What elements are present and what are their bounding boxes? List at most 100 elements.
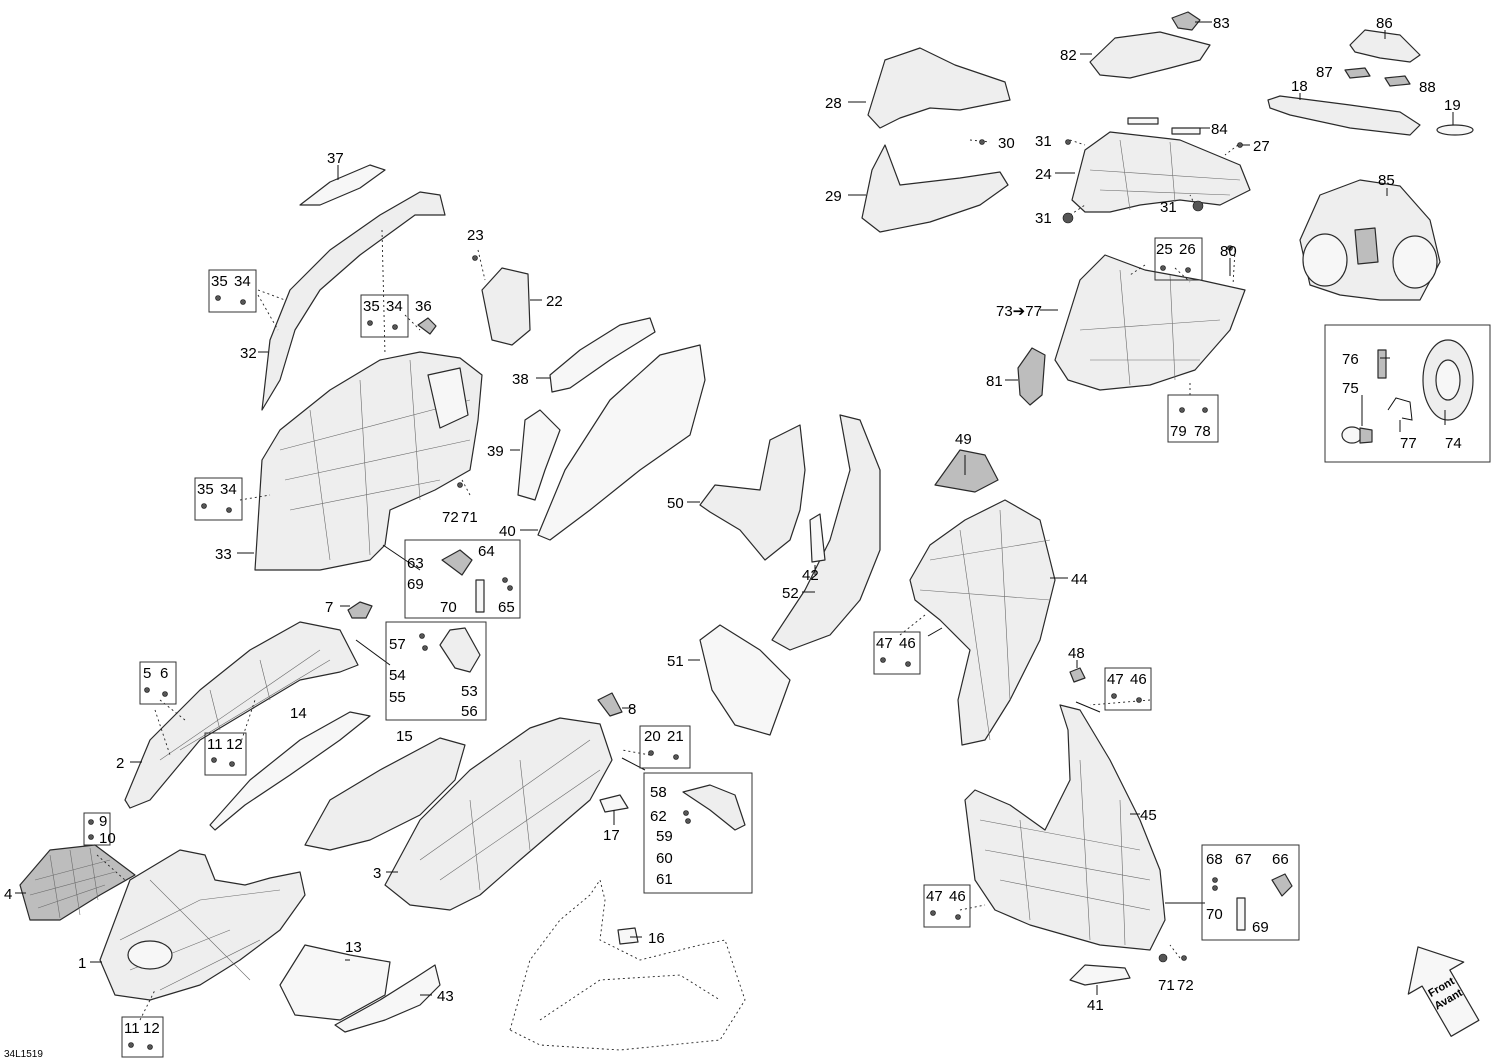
callout-62: 62 — [650, 808, 667, 825]
callout-47-b: 47 — [1107, 671, 1124, 688]
callout-51: 51 — [667, 653, 684, 670]
hardware-boxes — [83, 237, 1491, 1058]
callout-60: 60 — [656, 850, 673, 867]
callout-68: 68 — [1206, 851, 1223, 868]
callout-35-c: 35 — [197, 481, 214, 498]
callout-21: 21 — [667, 728, 684, 745]
callout-75: 75 — [1342, 380, 1359, 397]
callout-33: 33 — [215, 546, 232, 563]
callout-53: 53 — [461, 683, 478, 700]
callout-48: 48 — [1068, 645, 1085, 662]
callout-79: 79 — [1170, 423, 1187, 440]
callout-78: 78 — [1194, 423, 1211, 440]
callout-7: 7 — [325, 599, 333, 616]
callout-4: 4 — [4, 886, 12, 903]
part-43 — [334, 964, 441, 1033]
part-16-ghost-outline — [509, 878, 746, 1051]
part-63 — [441, 549, 473, 576]
callout-41: 41 — [1087, 997, 1104, 1014]
part-51 — [699, 624, 791, 736]
part-44-center-fairing — [909, 499, 1056, 746]
callout-23: 23 — [467, 227, 484, 244]
part-28-windshield — [867, 47, 1011, 129]
callout-11-a: 11 — [207, 736, 223, 753]
callout-69-b: 69 — [1252, 919, 1269, 936]
part-77-clip — [1387, 397, 1413, 421]
part-85-headlight-housing — [1299, 179, 1441, 301]
part-83 — [1171, 11, 1201, 31]
callout-46-b: 46 — [1130, 671, 1147, 688]
part-15-panel — [304, 737, 466, 851]
callout-44: 44 — [1071, 571, 1088, 588]
callout-1: 1 — [78, 955, 86, 972]
callout-87: 87 — [1316, 64, 1333, 81]
callout-27: 27 — [1253, 138, 1270, 155]
callout-85: 85 — [1378, 172, 1395, 189]
front-direction-arrow: Front Avant — [1407, 946, 1480, 1037]
part-42 — [809, 513, 826, 563]
part-66 — [1271, 873, 1293, 897]
part-81 — [1017, 347, 1046, 406]
callout-80: 80 — [1220, 243, 1237, 260]
part-41 — [1069, 964, 1131, 986]
callout-31-a: 31 — [1035, 133, 1052, 150]
part-86 — [1349, 29, 1421, 63]
callout-43: 43 — [437, 988, 454, 1005]
callout-16: 16 — [648, 930, 665, 947]
part-14-strip — [209, 711, 371, 831]
callout-81: 81 — [986, 373, 1003, 390]
callout-72-b: 72 — [1177, 977, 1194, 994]
callout-72-a: 72 — [442, 509, 459, 526]
callout-6: 6 — [160, 665, 168, 682]
leader-lines — [15, 21, 1454, 996]
callout-66: 66 — [1272, 851, 1289, 868]
callout-71-a: 71 — [461, 509, 478, 526]
screws — [88, 139, 1243, 1050]
callout-3: 3 — [373, 865, 381, 882]
callout-5: 5 — [143, 665, 151, 682]
callout-52: 52 — [782, 585, 799, 602]
callout-39: 39 — [487, 443, 504, 460]
part-74-reflector — [1422, 339, 1474, 421]
part-70-upper — [475, 579, 485, 613]
part-50 — [699, 424, 806, 561]
callout-69-a: 69 — [407, 576, 424, 593]
callout-37: 37 — [327, 150, 344, 167]
part-76 — [1377, 349, 1387, 379]
callout-25: 25 — [1156, 241, 1173, 258]
callout-22: 22 — [546, 293, 563, 310]
callout-83: 83 — [1213, 15, 1230, 32]
callout-34-a: 34 — [234, 273, 251, 290]
part-48 — [1069, 667, 1086, 683]
part-33-main-body — [254, 351, 483, 571]
callout-20: 20 — [644, 728, 661, 745]
callout-49: 49 — [955, 431, 972, 448]
part-29-visor — [861, 144, 1009, 233]
callout-50: 50 — [667, 495, 684, 512]
callout-35-b: 35 — [363, 298, 380, 315]
callout-28: 28 — [825, 95, 842, 112]
callout-45: 45 — [1140, 807, 1157, 824]
part-53 — [439, 627, 481, 673]
callout-15: 15 — [396, 728, 413, 745]
callout-10: 10 — [99, 830, 116, 847]
callout-70-a: 70 — [440, 599, 457, 616]
callout-17: 17 — [603, 827, 620, 844]
part-36 — [417, 317, 437, 335]
callout-58: 58 — [650, 784, 667, 801]
callout-67: 67 — [1235, 851, 1252, 868]
callout-54: 54 — [389, 667, 406, 684]
callout-46-a: 46 — [899, 635, 916, 652]
callout-2: 2 — [116, 755, 124, 772]
callout-31-c: 31 — [1160, 199, 1177, 216]
part-24-bracket — [1071, 131, 1251, 213]
part-45-lower-fairing — [964, 704, 1166, 951]
callout-31-b: 31 — [1035, 210, 1052, 227]
callout-34-b: 34 — [386, 298, 403, 315]
part-39 — [517, 409, 561, 501]
callout-36: 36 — [415, 298, 432, 315]
part-37 — [299, 164, 386, 206]
part-73-headlight — [1054, 254, 1246, 391]
callout-47-c: 47 — [926, 888, 943, 905]
part-82 — [1089, 31, 1211, 79]
